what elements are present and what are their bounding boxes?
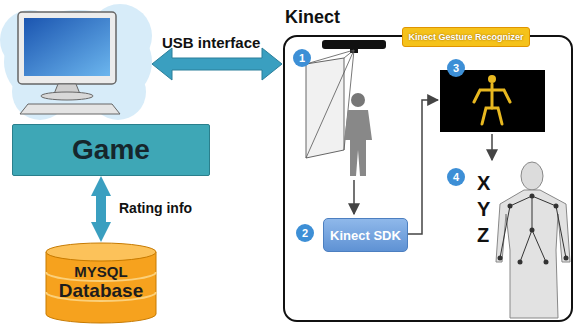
node-text: 2 xyxy=(302,227,308,239)
callout-number: 3 xyxy=(447,59,465,77)
axis-label: Y xyxy=(477,198,490,221)
panel-heading: Kinect xyxy=(285,7,340,28)
kinect-panel: KinectKinect Gesture Recognizer132Kinect… xyxy=(283,35,573,322)
node-text: 1 xyxy=(299,52,305,64)
node-text: 4 xyxy=(453,171,459,183)
node-text: MYSQL xyxy=(74,264,127,281)
node-text: Kinect Gesture Recognizer xyxy=(408,32,523,42)
callout-number: 4 xyxy=(447,168,465,186)
skeleton-image xyxy=(440,70,545,132)
callout-number: 1 xyxy=(293,49,311,67)
double-arrow xyxy=(96,196,106,222)
computer-icon xyxy=(18,12,120,114)
node-text: Database xyxy=(59,281,144,302)
interface-label: USB interface xyxy=(162,34,260,51)
callout-number: 2 xyxy=(296,224,314,242)
recognizer-tag: Kinect Gesture Recognizer xyxy=(402,27,530,47)
database-cylinder: MYSQLDatabase xyxy=(45,242,157,324)
process-box: Game xyxy=(12,124,210,176)
node-text: Kinect SDK xyxy=(330,228,401,243)
usb-double-arrow xyxy=(152,48,282,80)
sdk-box: Kinect SDK xyxy=(323,218,408,252)
cylinder-top xyxy=(46,243,156,261)
cloud-background xyxy=(0,4,152,120)
edge-label: Rating info xyxy=(117,200,194,216)
axis-label: X xyxy=(477,172,490,195)
cylinder-body xyxy=(46,252,156,323)
node-text: 3 xyxy=(453,62,459,74)
body-figure xyxy=(496,162,570,318)
node-text: Game xyxy=(72,134,150,166)
kinect-capture-scene xyxy=(306,40,386,176)
axis-label: Z xyxy=(477,224,489,247)
